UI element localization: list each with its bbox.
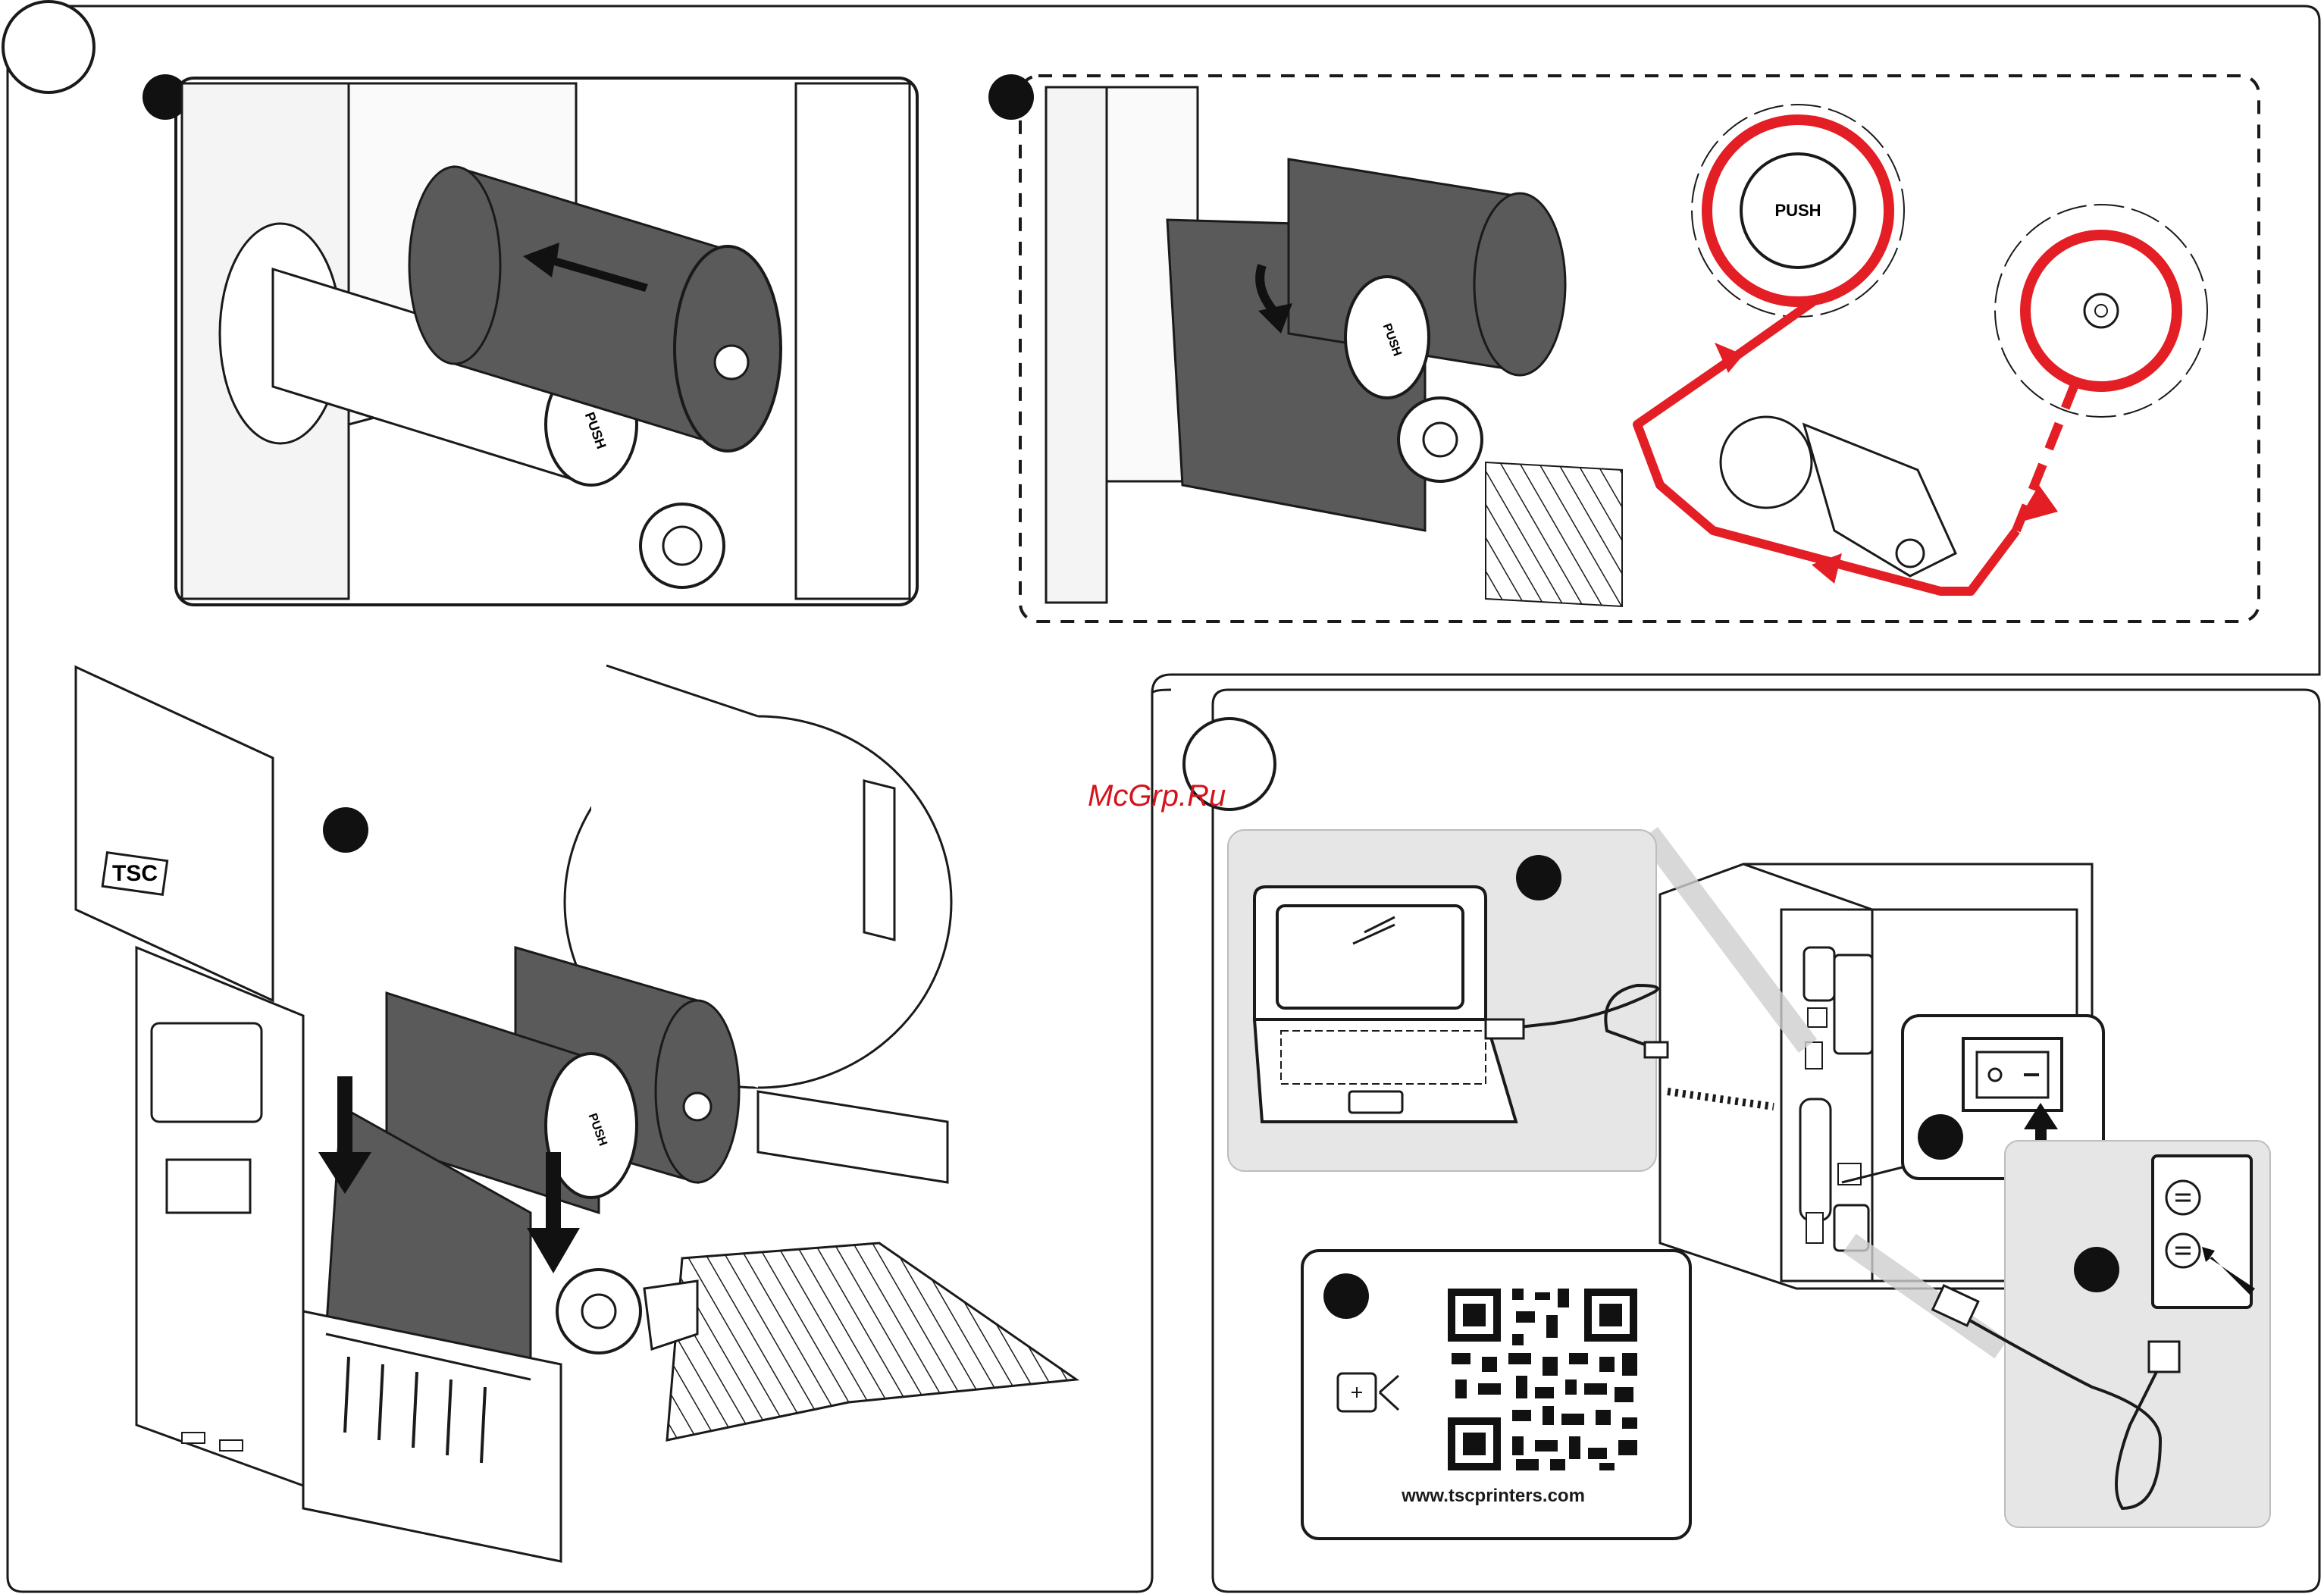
brand-logo: TSC (112, 861, 158, 886)
panel-printer-loaded-ribbon: TSC PUSH (76, 665, 1076, 1561)
panel-ribbon-threading-path: PUSH PUSH (988, 74, 2259, 622)
wall-outlet-icon (2153, 1156, 2251, 1307)
panel-install-ribbon-supply: PUSH (143, 74, 917, 605)
qr-code-icon (1444, 1285, 1641, 1474)
watermark: McGrp.Ru (1088, 779, 1226, 813)
laptop-icon (1254, 887, 1516, 1122)
substep-badge (2074, 1247, 2119, 1292)
power-switch-icon (1963, 1038, 2062, 1110)
substep-badge (1516, 855, 1561, 900)
substep-badge (988, 74, 1034, 120)
substep-badge (323, 807, 368, 853)
website-url[interactable]: www.tscprinters.com (1304, 1486, 1683, 1507)
substep-badge (1323, 1273, 1369, 1319)
step-number-badge (3, 2, 94, 92)
push-label: PUSH (1774, 201, 1821, 220)
substep-badge (1918, 1114, 1963, 1160)
lcd-display (152, 1023, 262, 1122)
